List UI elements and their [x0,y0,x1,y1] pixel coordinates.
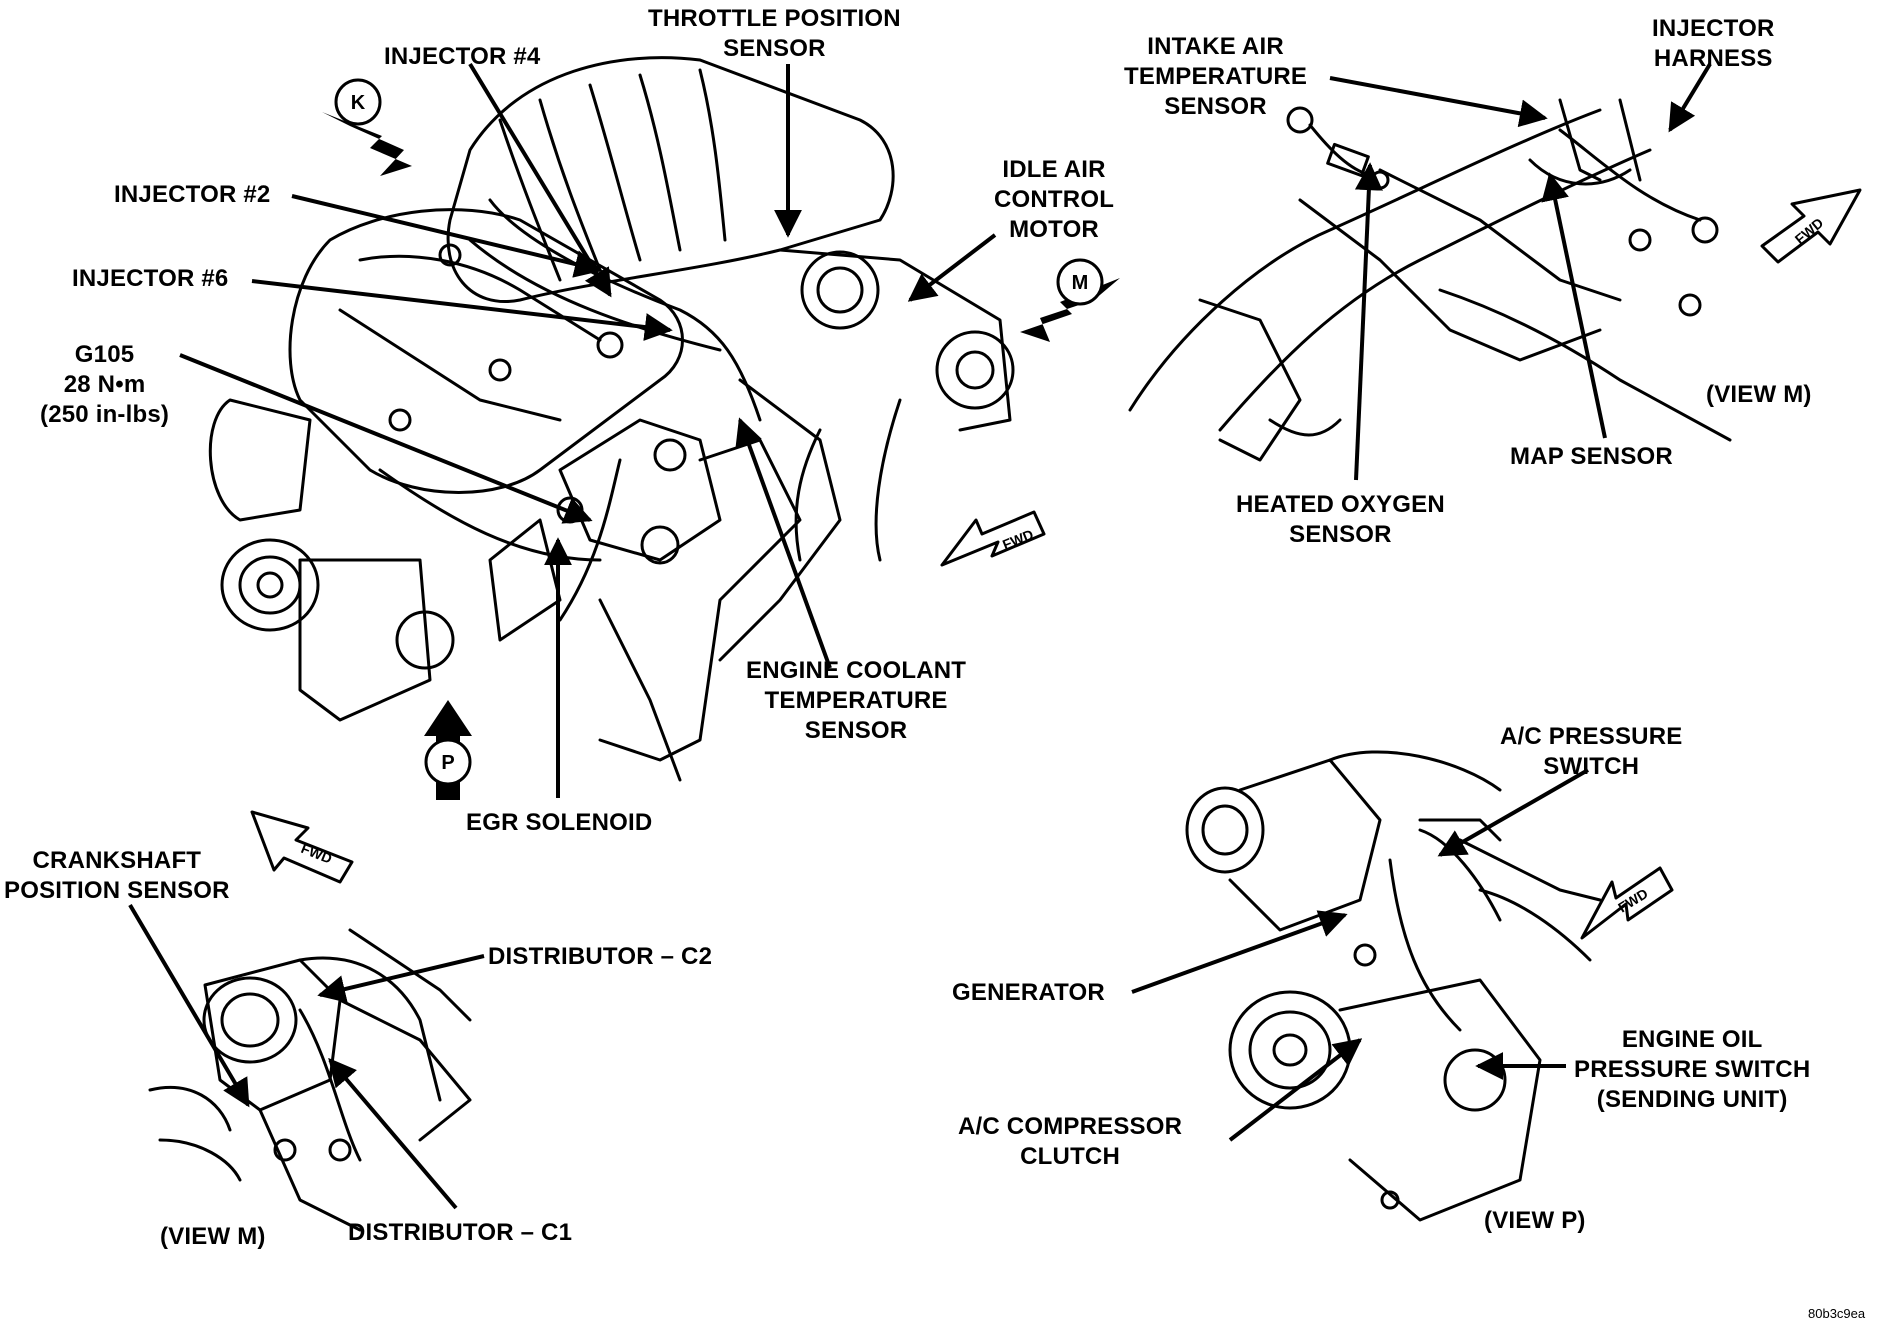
leader-idle-air-control-motor [907,233,997,302]
view-m-bottom-drawing [148,928,472,1232]
label-line: MAP SENSOR [1510,443,1673,470]
leader-intake-air-temperature-sensor [1329,76,1548,128]
label-distributor-c2: DISTRIBUTOR – C2 [488,942,712,972]
label-line: THROTTLE POSITION [648,5,901,32]
leader-heated-oxygen-sensor [1354,162,1383,481]
label-line: SENSOR [804,717,908,744]
label-line: GENERATOR [952,979,1105,1006]
label-line: CONTROL [994,186,1115,213]
fwd-arrow-icon [1760,188,1862,264]
leader-crankshaft-position-sensor [128,903,250,1108]
label-intake-air-temperature-sensor: INTAKE AIR TEMPERATURE SENSOR [1124,32,1307,122]
label-line: IDLE AIR [1002,156,1106,183]
label-line: 28 N•m [63,371,146,398]
label-engine-oil-pressure-switch: ENGINE OIL PRESSURE SWITCH (SENDING UNIT… [1574,1025,1810,1115]
label-throttle-position-sensor: THROTTLE POSITION SENSOR [648,4,901,64]
leader-lines [128,62,1712,1210]
label-injector-6: INJECTOR #6 [72,264,228,294]
label-injector-harness: INJECTOR HARNESS [1652,14,1775,74]
label-line: G105 [74,341,135,368]
label-crankshaft-position-sensor: CRANKSHAFT POSITION SENSOR [4,846,230,906]
leader-ac-compressor-clutch [1228,1038,1363,1142]
view-k-marker: K [351,92,366,114]
fwd-arrow-icon [1580,866,1674,940]
view-m-marker: M [1072,272,1089,294]
leader-generator [1131,910,1348,994]
label-line: (SENDING UNIT) [1596,1086,1788,1113]
view-p-marker: P [441,752,454,774]
leader-map-sensor [1541,172,1607,439]
leader-injector-6 [251,279,673,341]
label-line: INJECTOR #6 [72,265,229,292]
label-line: INJECTOR #4 [384,43,541,70]
label-ac-pressure-switch: A/C PRESSURE SWITCH [1500,722,1682,782]
label-generator: GENERATOR [952,978,1105,1008]
label-line: INJECTOR #2 [114,181,271,208]
main-engine-drawing [208,56,1015,782]
label-engine-coolant-temperature-sensor: ENGINE COOLANT TEMPERATURE SENSOR [746,656,966,746]
label-line: DISTRIBUTOR – C2 [488,943,713,970]
label-line: SWITCH [1543,753,1640,780]
leader-distributor-c2 [317,954,485,1003]
label-line: (250 in-lbs) [40,401,170,428]
label-line: PRESSURE SWITCH [1574,1056,1811,1083]
label-map-sensor: MAP SENSOR [1510,442,1673,472]
label-line: A/C COMPRESSOR [958,1113,1183,1140]
view-p-drawing [1185,750,1602,1222]
label-view-m-top: (VIEW M) [1706,380,1812,410]
view-k-arrow-icon [322,78,412,176]
label-line: (VIEW P) [1484,1207,1586,1234]
label-injector-2: INJECTOR #2 [114,180,270,210]
label-line: CLUTCH [1020,1143,1120,1170]
label-line: SENSOR [723,35,826,62]
label-line: A/C PRESSURE [1500,723,1683,750]
label-distributor-c1: DISTRIBUTOR – C1 [348,1218,572,1248]
fwd-arrow-icon [940,510,1046,567]
figure-code: 80b3c9ea [1808,1306,1866,1321]
leader-engine-coolant-temperature-sensor [735,417,832,669]
view-m-top-drawing [1128,98,1732,462]
leader-injector-harness [1668,62,1712,133]
label-line: INTAKE AIR [1147,33,1284,60]
label-line: (VIEW M) [1706,381,1812,408]
label-line: CRANKSHAFT [32,847,202,874]
label-line: POSITION SENSOR [4,877,230,904]
label-g105: G105 28 N•m (250 in-lbs) [40,340,169,430]
fwd-arrow-icon [250,810,354,884]
label-view-m-bottom: (VIEW M) [160,1222,266,1252]
label-line: HARNESS [1653,45,1773,72]
label-line: MOTOR [1009,216,1099,243]
label-line: DISTRIBUTOR – C1 [348,1219,573,1246]
label-line: EGR SOLENOID [466,809,653,836]
label-view-p: (VIEW P) [1484,1206,1586,1236]
label-line: TEMPERATURE [764,687,948,714]
leader-distributor-c1 [328,1057,458,1210]
label-line: ENGINE OIL [1621,1026,1763,1053]
leader-g105 [179,353,593,524]
label-injector-4: INJECTOR #4 [384,42,540,72]
label-line: TEMPERATURE [1124,63,1308,90]
view-p-arrow-icon [424,700,472,800]
label-line: (VIEW M) [160,1223,266,1250]
leader-injector-2 [291,194,603,278]
label-heated-oxygen-sensor: HEATED OXYGEN SENSOR [1236,490,1445,550]
label-line: HEATED OXYGEN [1236,491,1445,518]
label-idle-air-control-motor: IDLE AIR CONTROL MOTOR [994,155,1114,245]
label-line: SENSOR [1164,93,1267,120]
leader-ac-pressure-switch [1437,768,1589,857]
label-egr-solenoid: EGR SOLENOID [466,808,652,838]
view-m-arrow-icon [1020,258,1120,342]
label-line: ENGINE COOLANT [746,657,967,684]
label-ac-compressor-clutch: A/C COMPRESSOR CLUTCH [958,1112,1182,1172]
label-line: INJECTOR [1652,15,1775,42]
label-line: SENSOR [1289,521,1392,548]
